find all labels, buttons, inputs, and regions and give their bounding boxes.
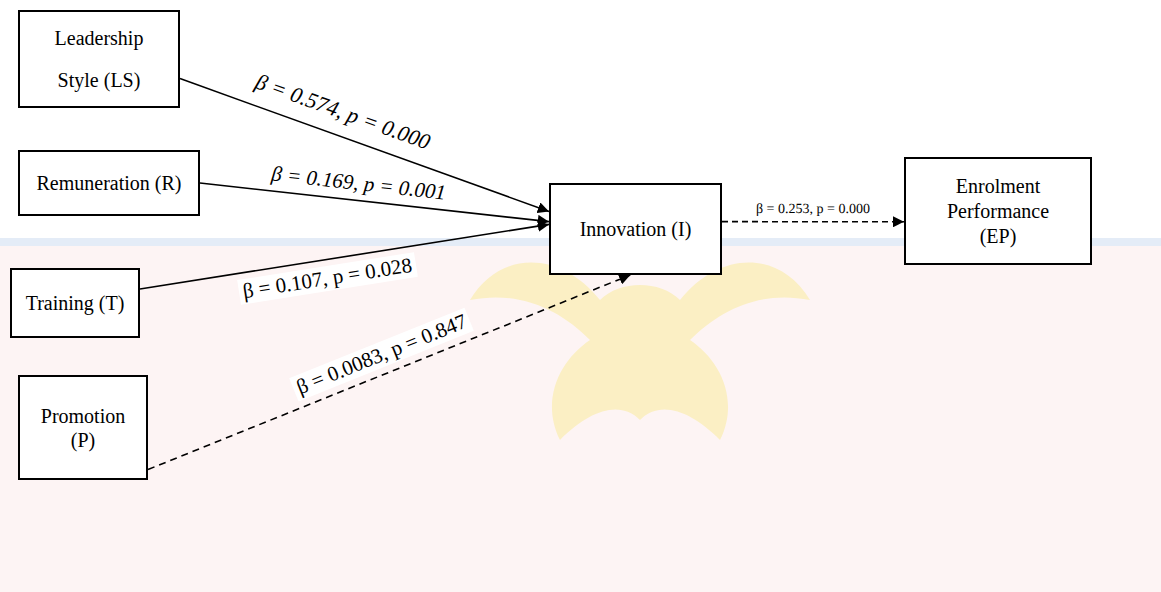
variable-box: Enrolment Performance (EP) [904, 157, 1092, 265]
watermark-ground [0, 246, 1161, 592]
path-arrow [148, 275, 630, 470]
variable-box: Promotion (P) [18, 375, 148, 480]
variable-box: Remuneration (R) [18, 150, 200, 216]
variable-box: Leadership Style (LS) [18, 10, 180, 108]
box-label: Enrolment Performance (EP) [936, 174, 1060, 249]
path-arrow [180, 79, 549, 212]
box-label: Training (T) [25, 291, 125, 315]
box-label: Promotion (P) [31, 404, 135, 452]
path-coefficient: β = 0.253, p = 0.000 [752, 201, 874, 217]
variable-box: Training (T) [10, 268, 140, 338]
watermark-eagle [470, 263, 810, 441]
path-coefficient: β = 0.574, p = 0.000 [249, 67, 438, 156]
box-label: Leadership Style (LS) [43, 17, 155, 101]
box-label: Remuneration (R) [34, 172, 184, 195]
box-label: Innovation (I) [576, 216, 696, 242]
variable-box: Innovation (I) [549, 183, 722, 275]
path-coefficient: β = 0.169, p = 0.001 [266, 161, 451, 206]
path-arrow [722, 221, 904, 223]
